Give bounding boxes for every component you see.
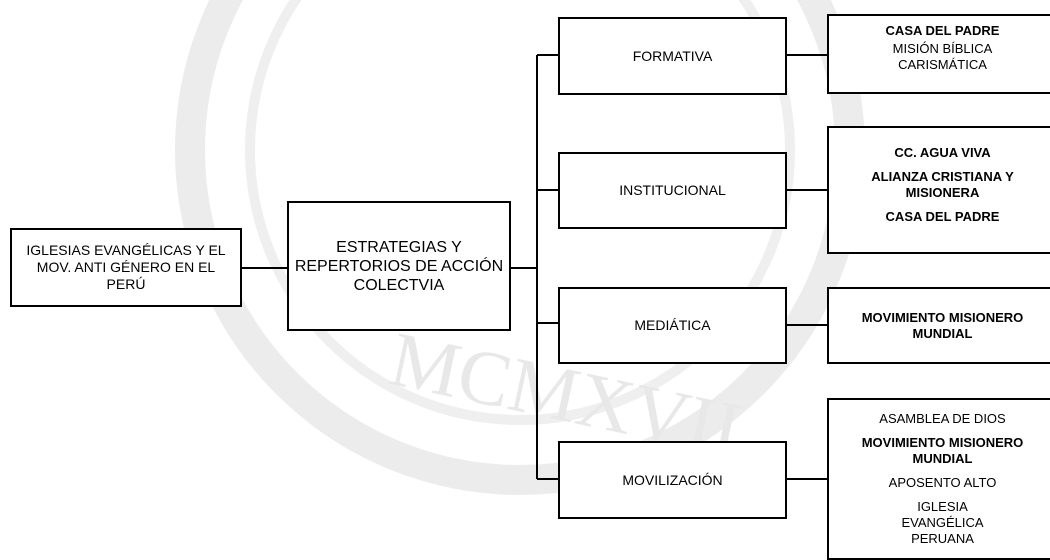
- strategy-label: INSTITUCIONAL: [619, 182, 726, 198]
- org-item: IGLESIA EVANGÉLICA PERUANA: [901, 499, 984, 546]
- strategy-box-movilizacion: MOVILIZACIÓN: [558, 441, 787, 519]
- org-item: MOVIMIENTO MISIONERO MUNDIAL: [861, 435, 1024, 466]
- org-item: ASAMBLEA DE DIOS: [879, 411, 1006, 426]
- strategy-box-formativa: FORMATIVA: [558, 17, 787, 95]
- org-item: MOVIMIENTO MISIONERO MUNDIAL: [861, 309, 1024, 341]
- org-box-movilizacion: ASAMBLEA DE DIOS MOVIMIENTO MISIONERO MU…: [827, 398, 1050, 560]
- org-item: MISIÓN BÍBLICA CARISMÁTICA: [892, 41, 993, 72]
- org-item: APOSENTO ALTO: [888, 475, 997, 490]
- org-item: ALIANZA CRISTIANA Y MISIONERA: [871, 169, 1014, 200]
- org-item: CASA DEL PADRE: [885, 209, 1000, 224]
- central-strategies-label: ESTRATEGIAS Y REPERTORIOS DE ACCIÓN COLE…: [294, 238, 504, 294]
- strategy-box-institucional: INSTITUCIONAL: [558, 152, 787, 229]
- root-topic-label: IGLESIAS EVANGÉLICAS Y EL MOV. ANTI GÉNE…: [26, 242, 226, 292]
- central-strategies-box: ESTRATEGIAS Y REPERTORIOS DE ACCIÓN COLE…: [287, 201, 511, 331]
- org-item: CASA DEL PADRE: [885, 23, 1000, 38]
- org-box-mediatica: MOVIMIENTO MISIONERO MUNDIAL: [827, 287, 1050, 364]
- strategy-label: MOVILIZACIÓN: [622, 471, 723, 488]
- strategy-label: MEDIÁTICA: [634, 317, 711, 333]
- org-box-formativa: CASA DEL PADRE MISIÓN BÍBLICA CARISMÁTIC…: [827, 14, 1050, 94]
- strategy-box-mediatica: MEDIÁTICA: [558, 287, 787, 364]
- org-box-institucional: CC. AGUA VIVA ALIANZA CRISTIANA Y MISION…: [827, 126, 1050, 254]
- root-topic-box: IGLESIAS EVANGÉLICAS Y EL MOV. ANTI GÉNE…: [10, 228, 242, 307]
- strategy-label: FORMATIVA: [632, 47, 713, 64]
- org-item: CC. AGUA VIVA: [894, 145, 991, 160]
